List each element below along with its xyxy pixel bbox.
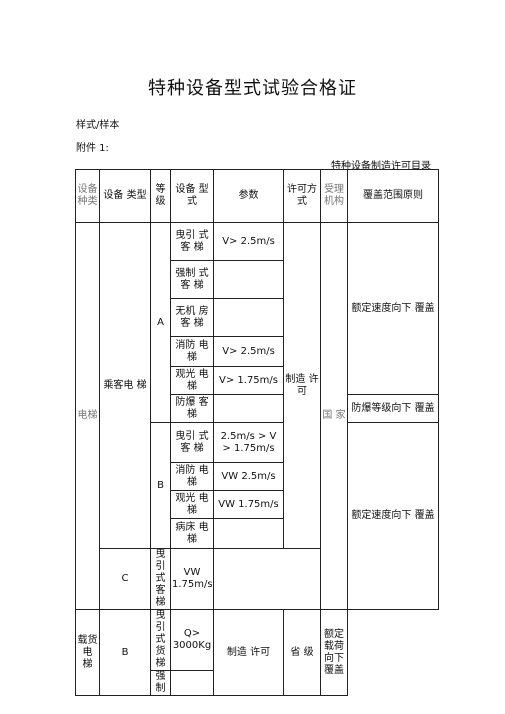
- header-equipment-model: 设备 型式: [170, 169, 214, 223]
- authority-cell-passenger: 国 家: [320, 222, 348, 610]
- param-cell: [213, 298, 284, 337]
- model-cell: 无机 房 客 梯: [170, 298, 214, 337]
- page-title: 特种设备型式试验合格证: [148, 78, 357, 99]
- table-row: B 曳引 式 客 梯 2.5m/s > V > 1.75m/s 额定速度向下 覆…: [76, 422, 439, 610]
- header-grade: 等级: [150, 169, 171, 223]
- header-coverage-principle: 覆盖范围原则: [347, 169, 439, 223]
- header-permit-method: 许可方式: [283, 169, 321, 223]
- table-row: 载货电 梯 B 曳引 式 货 梯 Q> 3000Kg 制造 许可 省 级 额定载…: [75, 609, 439, 696]
- type-cell-passenger: 乘客电 梯: [99, 222, 151, 549]
- attachment-label: 附件 1:: [76, 143, 109, 154]
- table-row: 观光 电 梯 VW 1.75m/s: [76, 490, 439, 519]
- model-cell: 病床 电 梯: [170, 518, 214, 549]
- model-cell: 防爆 客 梯: [170, 394, 214, 423]
- header-equipment-kind: 设备种类: [75, 169, 100, 223]
- model-cell: 消防 电 梯: [170, 462, 214, 491]
- param-cell: V> 2.5m/s: [213, 222, 284, 261]
- model-cell: 曳引 式 客 梯: [150, 548, 171, 610]
- model-cell: 曳引 式 客 梯: [170, 222, 214, 261]
- param-cell: VW 1.75m/s: [170, 548, 214, 610]
- model-cell: 强制: [150, 670, 171, 696]
- coverage-cell-freight-load: 额定载荷向下 覆盖: [320, 609, 348, 696]
- grade-cell-a: A: [150, 222, 171, 423]
- grade-cell-freight-b: B: [99, 609, 151, 696]
- table-row: C 曳引 式 客 梯 VW 1.75m/s: [76, 548, 439, 610]
- table-row: 无机 房 客 梯: [76, 298, 439, 337]
- coverage-cell-b-speed: 额定速度向下 覆盖: [347, 422, 439, 610]
- table-row: 消防 电 梯 V> 2.5m/s: [76, 336, 439, 367]
- model-cell: 强制 式 客 梯: [170, 260, 214, 299]
- header-parameters: 参数: [213, 169, 284, 223]
- param-cell: 2.5m/s > V > 1.75m/s: [213, 422, 284, 463]
- model-cell: 观光 电 梯: [170, 366, 214, 395]
- grade-cell-c: C: [99, 548, 151, 610]
- param-cell: V> 1.75m/s: [213, 366, 284, 395]
- header-acceptance-authority: 受理机构: [320, 169, 348, 223]
- permit-cell-passenger: 制造 许可: [283, 222, 321, 549]
- header-row: 设备种类 设备 类型 等级 设备 型式 参数 许可方式 受理机构 覆盖范围原则: [75, 169, 439, 223]
- param-cell: Q> 3000Kg: [170, 609, 214, 671]
- model-cell: 消防 电 梯: [170, 336, 214, 367]
- param-cell: [170, 670, 214, 696]
- table-row: 电梯 乘客电 梯 A 曳引 式 客 梯 V> 2.5m/s 制造 许可 国 家 …: [75, 222, 439, 610]
- param-cell: [213, 260, 284, 299]
- table-row: 病床 电 梯: [76, 518, 439, 549]
- kind-cell: 电梯: [75, 222, 100, 610]
- coverage-cell-explosion-proof: 防爆等级向下 覆盖: [347, 394, 439, 423]
- coverage-cell-a-speed: 额定速度向下 覆盖: [347, 222, 439, 395]
- param-cell: VW 1.75m/s: [213, 490, 284, 519]
- header-equipment-type: 设备 类型: [99, 169, 151, 223]
- table-row: 强制: [76, 670, 439, 696]
- table-row: 强制 式 客 梯: [76, 260, 439, 299]
- sample-label: 样式/样本: [76, 120, 120, 131]
- param-cell: VW 2.5m/s: [213, 462, 284, 491]
- table-row: 消防 电 梯 VW 2.5m/s: [76, 462, 439, 491]
- type-cell-freight: 载货电 梯: [75, 609, 100, 696]
- catalog-label: 特种设备制造许可目录: [331, 161, 431, 172]
- model-cell: 曳引 式 客 梯: [170, 422, 214, 463]
- param-cell: [213, 394, 284, 423]
- permit-cell-freight: 制造 许可: [213, 609, 284, 696]
- model-cell: 观光 电 梯: [170, 490, 214, 519]
- permit-catalog-table: 设备种类 设备 类型 等级 设备 型式 参数 许可方式 受理机构 覆盖范围原则 …: [75, 169, 439, 696]
- authority-cell-freight: 省 级: [283, 609, 321, 696]
- param-cell: V> 2.5m/s: [213, 336, 284, 367]
- grade-cell-b: B: [150, 422, 171, 549]
- table-row: 防爆 客 梯 防爆等级向下 覆盖: [76, 394, 439, 423]
- param-cell: [213, 518, 284, 549]
- model-cell: 曳引 式 货 梯: [150, 609, 171, 671]
- table-row: 观光 电 梯 V> 1.75m/s: [76, 366, 439, 395]
